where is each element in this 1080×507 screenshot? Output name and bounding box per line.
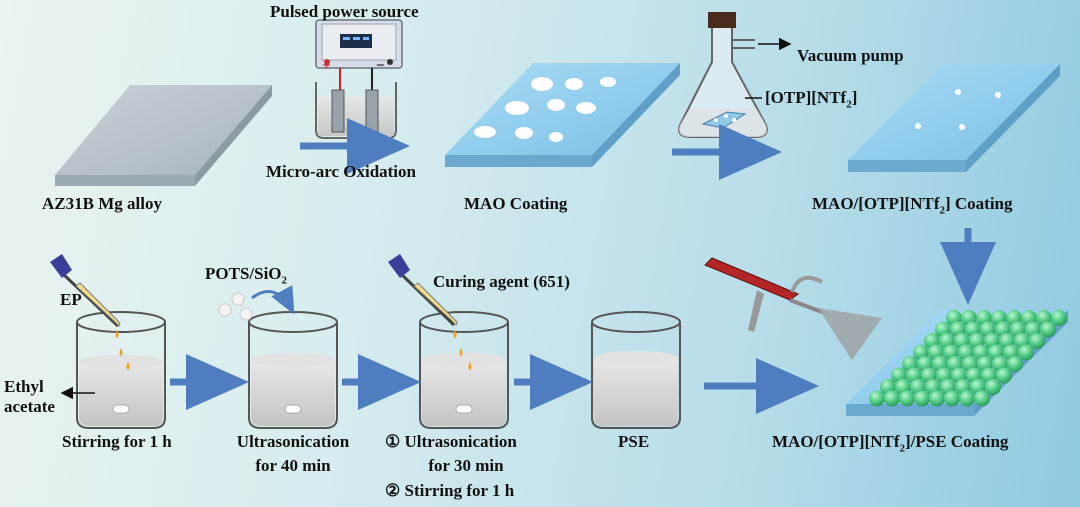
beaker-icon (218, 285, 338, 429)
coating-sphere (1051, 310, 1067, 326)
label-ethyl: Ethyl (4, 377, 44, 396)
label-stirring-1h: Stirring for 1 h (62, 432, 172, 451)
coating-sphere (884, 390, 900, 407)
label-step3-line1: ① Ultrasonication (385, 432, 517, 451)
label-ultra-1: Ultrasonication (236, 432, 350, 451)
mao-otp-slab (848, 64, 1060, 172)
dropper-icon (50, 254, 121, 328)
coating-sphere (1018, 344, 1034, 361)
label-step3-line2: for 30 min (428, 456, 504, 475)
coating-sphere (899, 390, 915, 407)
coating-sphere (944, 390, 960, 407)
final-coating-slab (846, 310, 1068, 416)
airbrush-icon (704, 257, 882, 360)
mg-alloy-slab (55, 85, 272, 186)
sphere-grid (869, 310, 1067, 407)
coating-sphere (996, 367, 1012, 384)
dropper-icon (388, 254, 458, 327)
beaker-icon (419, 311, 509, 429)
beaker-icon (76, 311, 166, 429)
label-curing-agent: Curing agent (651) (433, 272, 570, 291)
coating-sphere (1029, 333, 1045, 349)
mao-coating-slab (445, 63, 680, 167)
coating-sphere (974, 390, 990, 407)
label-final-coating: MAO/[OTP][NTf2]/PSE Coating (772, 432, 1009, 455)
coating-sphere (1040, 321, 1056, 338)
beaker-icon (591, 311, 681, 429)
label-minus: − (376, 58, 385, 74)
electrolytic-cell (315, 68, 397, 139)
label-mao-coating: MAO Coating (464, 194, 568, 213)
label-mao-otp: MAO/[OTP][NTf2] Coating (812, 194, 1013, 217)
label-acetate: acetate (4, 397, 55, 416)
label-pots: POTS/SiO2 (205, 264, 288, 287)
label-mg-alloy: AZ31B Mg alloy (42, 194, 162, 213)
label-plus: + (322, 58, 331, 74)
coating-sphere (985, 379, 1001, 395)
label-power-source: Pulsed power source (270, 2, 419, 21)
label-step3-line3: ② Stirring for 1 h (385, 481, 515, 500)
label-pse: PSE (618, 432, 650, 451)
label-vacuum-pump: Vacuum pump (797, 46, 904, 65)
power-supply-icon (315, 19, 403, 69)
coating-sphere (1007, 356, 1023, 372)
flask-icon (678, 12, 792, 138)
coating-sphere (959, 390, 975, 407)
coating-sphere (869, 390, 885, 407)
label-micro-arc: Micro-arc Oxidation (266, 162, 416, 181)
label-ultra-2: for 40 min (255, 456, 331, 475)
label-otp: [OTP][NTf2] (765, 88, 858, 111)
coating-sphere (914, 390, 930, 407)
coating-sphere (929, 390, 945, 407)
label-ep: EP (60, 290, 82, 309)
